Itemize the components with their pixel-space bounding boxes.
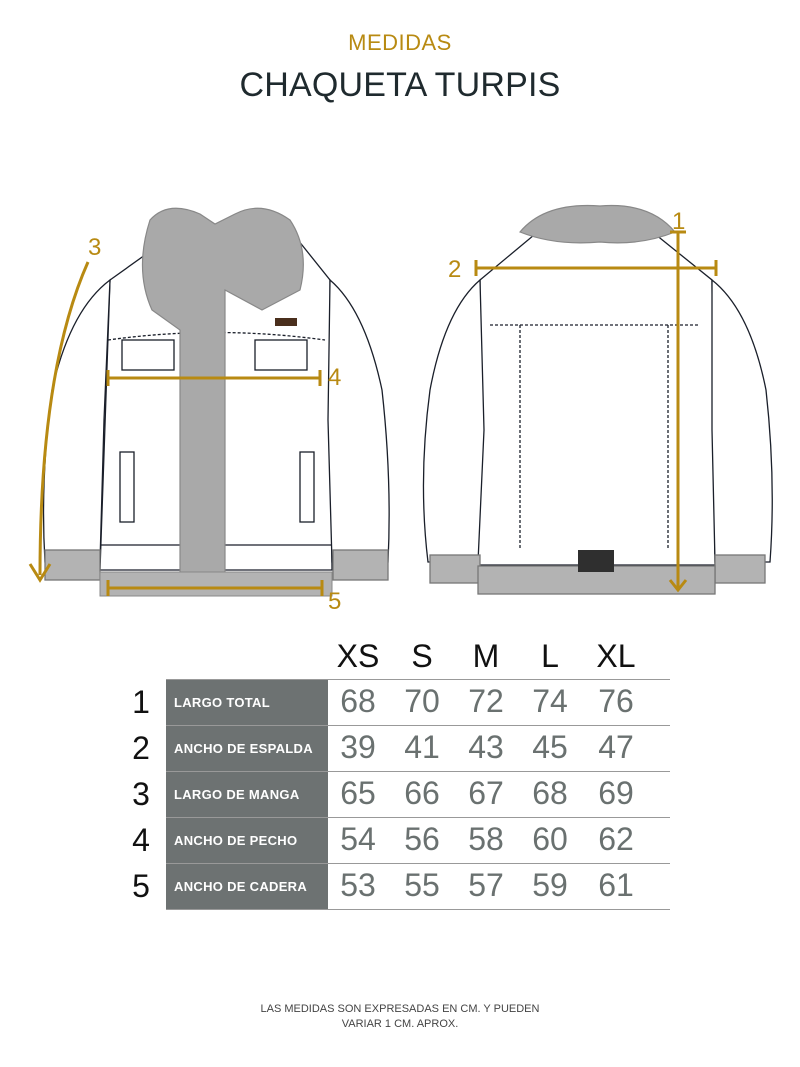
row-value-s: 66 [404, 775, 440, 811]
row-value-xl: 76 [598, 683, 634, 719]
row-value-s: 55 [404, 867, 440, 903]
row-index: 5 [132, 868, 150, 904]
row-value-l: 68 [532, 775, 568, 811]
table-row: 5 ANCHO DE CADERA 53 55 57 59 61 [132, 864, 670, 910]
marker-5: 5 [328, 588, 342, 615]
row-value-xl: 61 [598, 867, 634, 903]
footnote-line-1: LAS MEDIDAS SON EXPRESADAS EN CM. Y PUED… [260, 1003, 540, 1015]
row-label: ANCHO DE CADERA [166, 864, 328, 909]
row-value-xl: 69 [598, 775, 634, 811]
row-value-l: 45 [532, 729, 568, 765]
row-value-m: 57 [468, 867, 504, 903]
size-header-row: XS S M L XL [0, 638, 800, 678]
row-label: ANCHO DE PECHO [166, 818, 328, 863]
row-value-s: 41 [404, 729, 440, 765]
footnote: LAS MEDIDAS SON EXPRESADAS EN CM. Y PUED… [0, 1002, 800, 1032]
row-value-xs: 65 [340, 775, 376, 811]
jacket-drawings-svg [28, 204, 773, 597]
size-header-xl: XL [596, 638, 636, 674]
measurement-lines [28, 230, 718, 596]
table-row: 4 ANCHO DE PECHO 54 56 58 60 62 [132, 818, 670, 864]
marker-1: 1 [672, 208, 686, 235]
row-value-l: 74 [532, 683, 568, 719]
marker-3: 3 [88, 234, 102, 261]
front-fur-collar [141, 207, 304, 596]
size-header-m: M [472, 638, 500, 674]
row-value-xs: 39 [340, 729, 376, 765]
row-label: LARGO DE MANGA [166, 772, 328, 817]
page-title: CHAQUETA TURPIS [239, 66, 561, 104]
back-fur-collar [519, 204, 676, 244]
row-value-l: 59 [532, 867, 568, 903]
row-value-s: 56 [404, 821, 440, 857]
jacket-back [422, 229, 773, 595]
row-value-xs: 53 [340, 867, 376, 903]
footnote-line-2: VARIAR 1 CM. APROX. [341, 1018, 459, 1030]
table-row: 1 LARGO TOTAL 68 70 72 74 76 [132, 679, 670, 726]
row-index: 3 [132, 776, 150, 812]
row-label: LARGO TOTAL [166, 680, 328, 725]
table-row: 3 LARGO DE MANGA 65 66 67 68 69 [132, 772, 670, 818]
marker-4: 4 [328, 364, 342, 391]
row-value-xl: 62 [598, 821, 634, 857]
page-subtitle: MEDIDAS [348, 30, 452, 55]
row-index: 4 [132, 822, 150, 858]
row-label: ANCHO DE ESPALDA [166, 726, 328, 771]
front-fur-hem [99, 571, 333, 597]
row-value-m: 43 [468, 729, 504, 765]
row-value-xl: 47 [598, 729, 634, 765]
size-header-s: S [411, 638, 433, 674]
row-value-m: 72 [468, 683, 504, 719]
row-value-xs: 68 [340, 683, 376, 719]
row-value-s: 70 [404, 683, 440, 719]
size-table: 1 LARGO TOTAL 68 70 72 74 76 2 ANCHO DE … [132, 679, 670, 910]
row-value-m: 67 [468, 775, 504, 811]
size-header-l: L [541, 638, 559, 674]
table-row: 2 ANCHO DE ESPALDA 39 41 43 45 47 [132, 726, 670, 772]
row-value-xs: 54 [340, 821, 376, 857]
size-header-xs: XS [336, 638, 380, 674]
row-value-l: 60 [532, 821, 568, 857]
back-label-patch [578, 550, 614, 572]
front-chest-badge [275, 318, 297, 326]
row-value-m: 58 [468, 821, 504, 857]
row-index: 2 [132, 730, 150, 766]
marker-2: 2 [448, 256, 462, 283]
row-index: 1 [132, 684, 150, 720]
jacket-diagram: 1 2 3 4 5 [0, 190, 800, 620]
